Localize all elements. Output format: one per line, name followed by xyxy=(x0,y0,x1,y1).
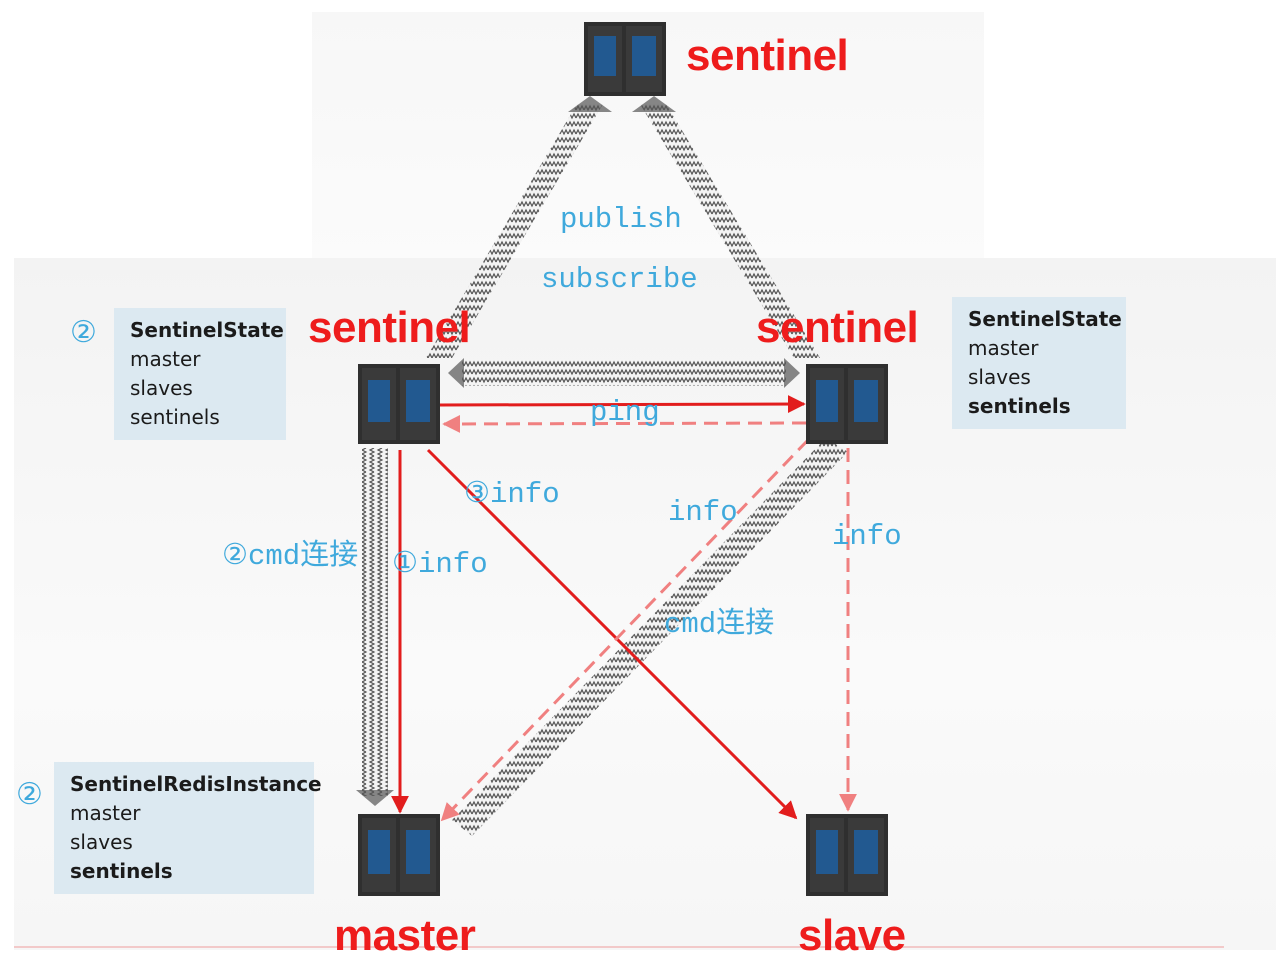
ping-return-arrow xyxy=(442,414,807,433)
ping-label: ping xyxy=(590,396,660,429)
box-bottom-marker: ② xyxy=(16,777,43,812)
box-bottom-item: slaves xyxy=(70,830,133,854)
box-bottom-title: SentinelRedisInstance xyxy=(70,772,322,796)
box-left-marker: ② xyxy=(70,315,97,350)
cmd-cross-label: cmd连接 xyxy=(664,608,775,641)
server-icon-slave xyxy=(806,814,888,896)
info-slave-arrow xyxy=(426,448,798,820)
subscribe-label: subscribe xyxy=(541,263,698,296)
box-right-title: SentinelState xyxy=(968,307,1122,331)
bottom-rule xyxy=(14,946,1224,948)
box-bottom-item: master xyxy=(70,801,141,825)
server-icon-top xyxy=(584,22,666,96)
channel-top-right xyxy=(632,96,820,358)
box-bottom-item: sentinels xyxy=(70,859,173,883)
sentinel-state-box-left: SentinelState master slaves sentinels xyxy=(114,308,286,440)
info-cross-label: info xyxy=(668,496,738,529)
info-right-label: info xyxy=(832,520,902,553)
channel-left-master xyxy=(356,448,394,806)
channel-sentinel-sentinel xyxy=(448,358,800,388)
publish-label: publish xyxy=(560,203,682,236)
info-master-label: ①info xyxy=(392,548,488,581)
box-left-item: master xyxy=(130,347,201,371)
sentinel-top-title: sentinel xyxy=(686,31,849,80)
server-icon-right xyxy=(806,364,888,444)
master-title: master xyxy=(334,911,476,960)
box-right-item: sentinels xyxy=(968,394,1071,418)
cmd-left-label: ②cmd连接 xyxy=(222,540,359,573)
ping-arrow xyxy=(439,395,806,414)
box-left-item: slaves xyxy=(130,376,193,400)
box-left-title: SentinelState xyxy=(130,318,284,342)
info-slave-label: ③info xyxy=(464,478,560,511)
server-icon-master xyxy=(358,814,440,896)
slave-title: slave xyxy=(798,911,906,960)
server-icon-left xyxy=(358,364,440,444)
box-left-item: sentinels xyxy=(130,405,220,429)
channel-top-left xyxy=(426,96,612,358)
sentinel-right-title: sentinel xyxy=(756,303,919,352)
sentinel-redis-instance-box: SentinelRedisInstance master slaves sent… xyxy=(54,762,322,894)
sentinel-state-box-right: SentinelState master slaves sentinels xyxy=(952,297,1126,429)
sentinel-left-title: sentinel xyxy=(308,303,471,352)
box-right-item: slaves xyxy=(968,365,1031,389)
channel-right-master xyxy=(452,438,848,836)
box-right-item: master xyxy=(968,336,1039,360)
